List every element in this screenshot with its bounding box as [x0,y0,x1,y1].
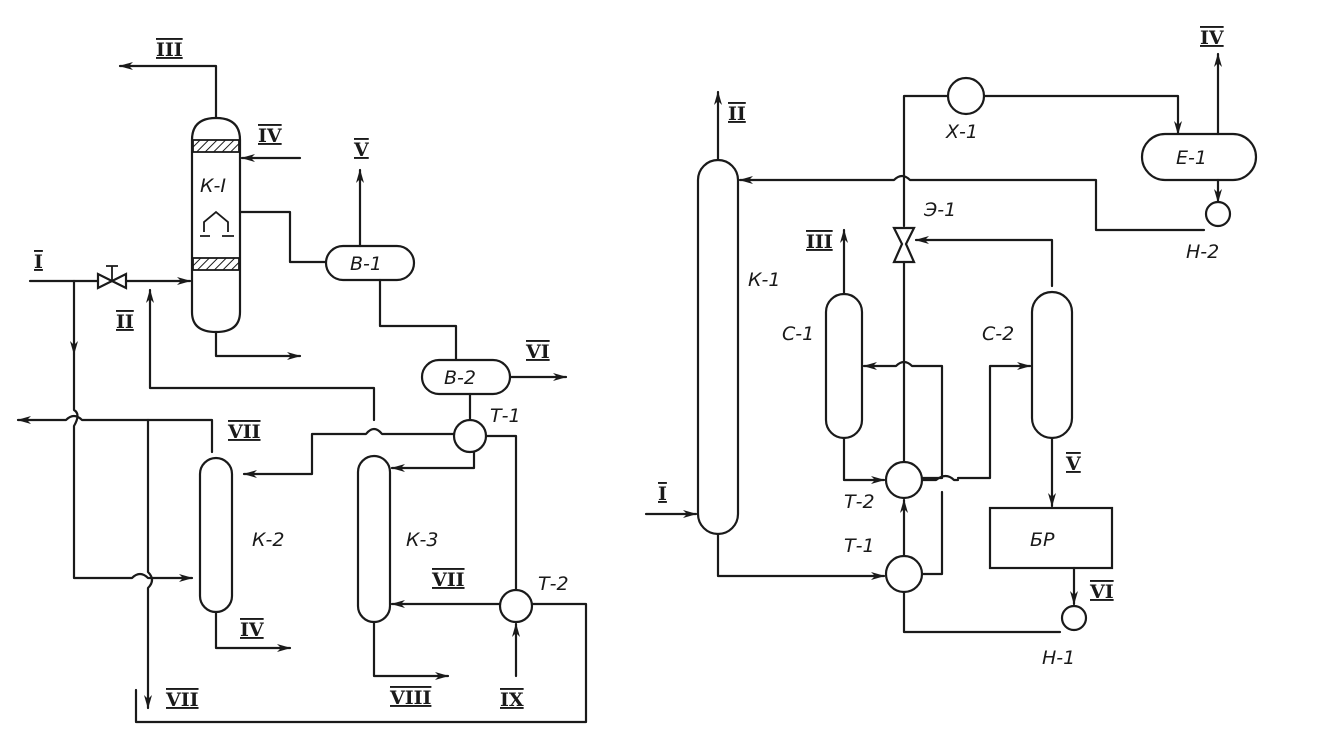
stream-vii-c-label: VII [165,689,199,711]
stream-vii-down-line [144,418,154,710]
stream-vii-a-label: VII [227,421,261,443]
t2-bridge [920,474,960,482]
b1-label: В-1 [350,253,382,275]
t1-to-k2-line [242,427,456,478]
stream-iv-bottom-label: IV [240,619,265,641]
h1-label: Н-1 [1042,647,1075,669]
br-label: БР [1030,529,1055,551]
reflux-line [738,174,1206,232]
left-scheme: К-I III IV I II В-1 V В-2 [18,39,588,724]
ej-label: Э-1 [923,199,956,221]
hx-t2: Т-2 [498,573,569,624]
right-stream-iii-label: III [806,231,833,253]
k1-bottom-line [214,330,302,360]
stream-iv-top-label: IV [258,125,283,147]
right-stream-ii-label: II [728,103,746,125]
right-stream-v-label: V [1065,453,1082,475]
stream-ii-line [146,288,376,422]
t2-to-c2-line [956,362,1032,480]
hx-t1: Т-1 [452,405,521,454]
t1-to-t2-line [484,434,518,592]
b2-label: В-2 [444,367,476,389]
stream-iii-line [118,62,218,120]
stream-ix-label: IX [500,689,524,711]
h2-label: Н-2 [1186,241,1219,263]
t2-return-line [134,602,588,724]
right-stream-iv-label: IV [1200,27,1225,49]
column-k2: К-2 [198,456,284,614]
right-k1-label: К-1 [748,269,780,291]
column-k1: К-I [190,116,242,334]
k2-bottom-line [214,610,292,652]
t2-to-c1-line [862,360,944,480]
column-c1: С-1 [782,292,864,440]
stream-v-label: V [353,139,370,161]
stream-vi-label: VI [525,341,550,363]
right-t2-label: Т-2 [844,491,875,513]
valve-right [109,272,128,290]
b1-to-b2-line [378,278,458,362]
right-stream-i-label: I [658,483,667,505]
feed-to-k2-line [72,352,194,582]
right-hx-t2: Т-2 [844,460,924,513]
tank-e1: Е-1 [1140,132,1258,182]
pump-h1: Н-1 [1042,604,1088,669]
c2-to-ej-line [914,236,1054,288]
column-k3: К-3 [356,454,438,624]
e1-label: Е-1 [1176,147,1207,169]
x1-label: Х-1 [945,121,978,143]
stream-iii-label: III [156,39,183,61]
vessel-b1: В-1 [324,244,416,282]
t1-to-k3-line [390,450,476,472]
k1-bottom-to-t1-line [716,532,886,580]
stream-viii-label: VIII [389,687,432,709]
right-hx-t1: Т-1 [844,535,924,594]
t1-to-h1-line [902,590,1062,634]
ej-to-x1-line [902,94,950,228]
right-stream-vi-label: VI [1089,581,1114,603]
k2-label: К-2 [252,529,284,551]
t2-label: Т-2 [538,573,569,595]
stream-viii-line [372,620,450,680]
pump-h2: Н-2 [1186,200,1232,263]
valve-left [96,272,115,290]
right-column-k1: К-1 [696,158,780,536]
stream-vii-b-label: VII [431,569,465,591]
c1-to-t2-line [842,436,886,484]
k3-label: К-3 [406,529,438,551]
stream-vii-top-line [18,416,214,454]
c2-label: С-2 [982,323,1014,345]
stream-i-label: I [34,251,43,273]
c1-label: С-1 [782,323,814,345]
right-t1-label: Т-1 [844,535,875,557]
t1-label: Т-1 [490,405,521,427]
k1-label: К-I [200,175,226,197]
right-scheme: К-1 II I Х-1 Е-1 IV Н-2 Э-1 [644,27,1258,669]
x1-to-e1-line [982,94,1182,136]
stream-ii-label: II [116,311,134,333]
ejector-e1: Э-1 [892,199,956,264]
k1-to-b1-line [238,210,328,264]
t1-side-line [920,490,944,576]
tank-br: БР [988,506,1114,570]
vessel-b2: В-2 [420,358,512,396]
cooler-x1: Х-1 [945,76,986,143]
